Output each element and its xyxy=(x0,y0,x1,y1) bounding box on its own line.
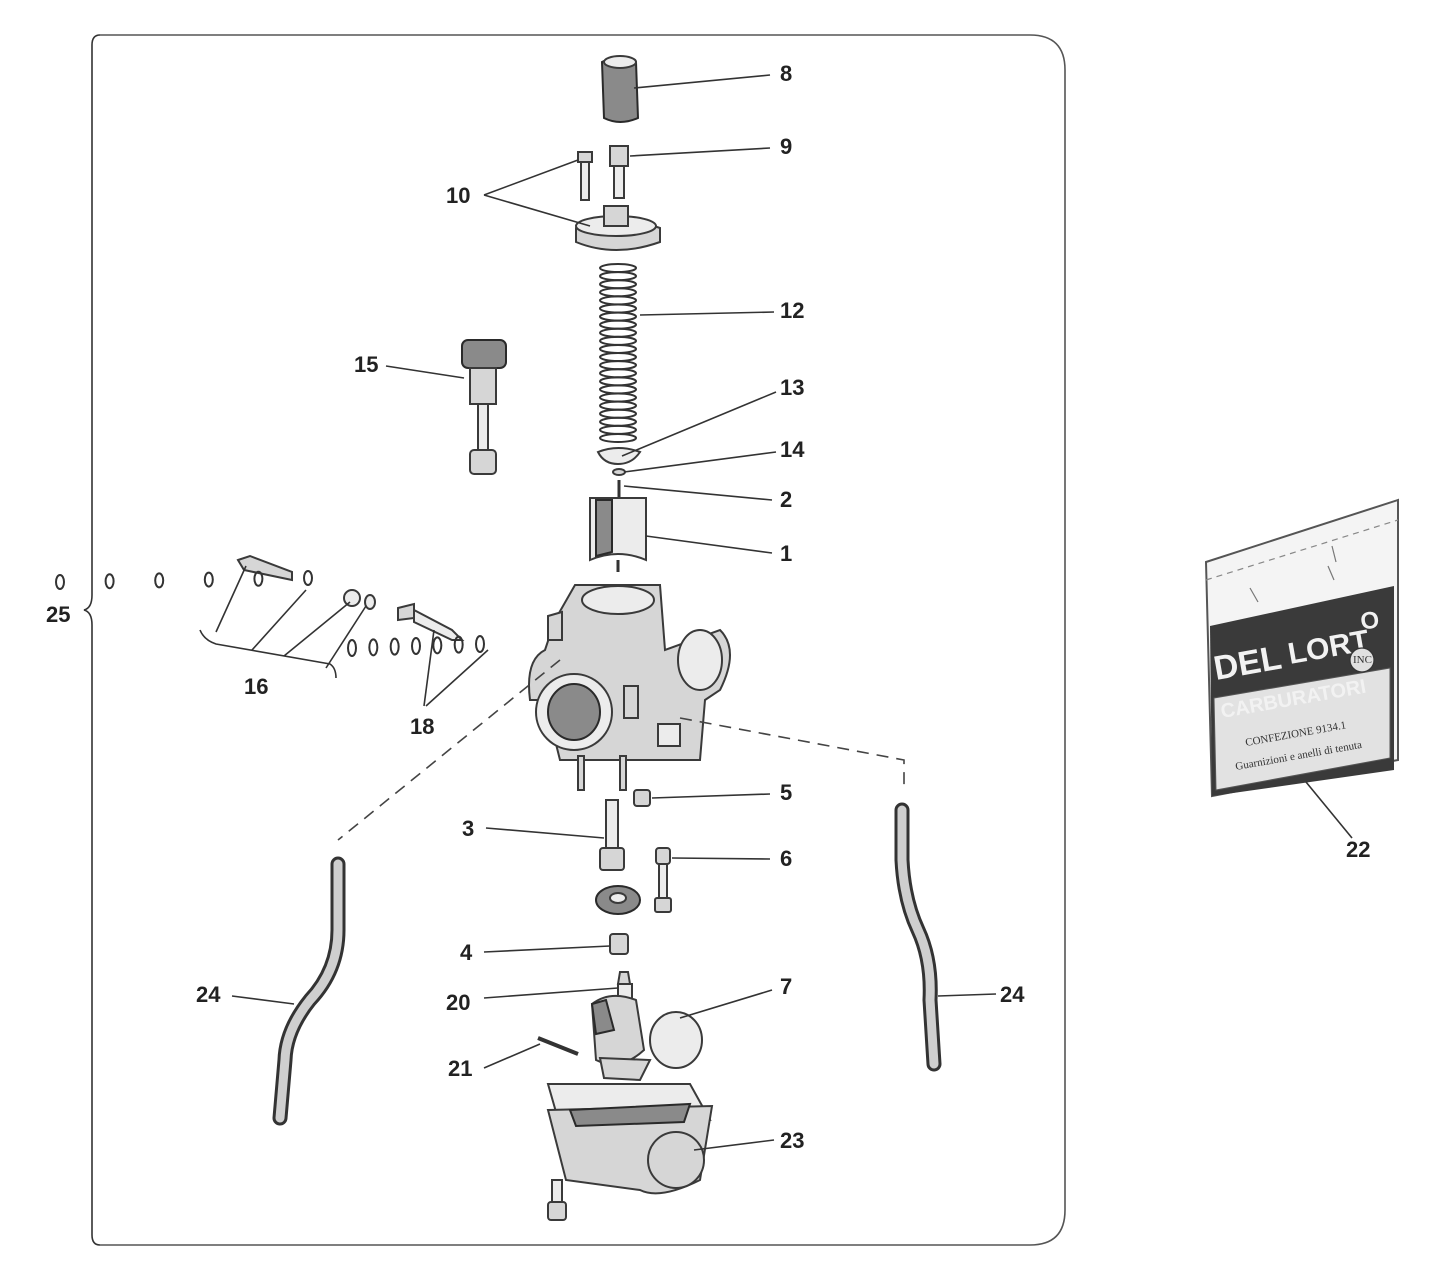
assembly-brace xyxy=(83,34,101,1246)
spring-coil xyxy=(599,392,637,403)
spring-coil xyxy=(599,433,637,443)
callout-1: 1 xyxy=(780,541,792,566)
part-14-clip xyxy=(612,468,626,476)
spring-coil xyxy=(599,376,637,387)
spring-coil xyxy=(599,335,637,346)
bag-brand-o: O xyxy=(1358,606,1381,636)
callout-numbers: 8 9 10 12 15 13 14 2 1 25 16 18 5 3 6 22… xyxy=(46,61,1370,1153)
spring-coil xyxy=(599,416,637,427)
spring-coil xyxy=(411,637,421,655)
assembly-frame xyxy=(100,34,1066,1246)
spring-coil xyxy=(599,295,637,306)
callout-24-left: 24 xyxy=(196,982,221,1007)
part-22-gasket-kit-bag: DEL LORT O INC CARBURATORI CONFEZIONE 91… xyxy=(1204,498,1399,798)
part-23-float-bowl xyxy=(546,1083,714,1195)
part-5-jet xyxy=(633,789,651,807)
spring-coil xyxy=(599,400,637,411)
callout-24-right: 24 xyxy=(1000,982,1025,1007)
spring-coil xyxy=(55,574,65,590)
callout-2: 2 xyxy=(780,487,792,512)
callout-20: 20 xyxy=(446,990,470,1015)
spring-coil xyxy=(599,360,637,371)
hose-routing-right xyxy=(679,717,905,790)
part-18-mixture-screw xyxy=(347,602,485,657)
washer xyxy=(595,885,641,915)
part-12-spring xyxy=(599,263,637,443)
spring-coil xyxy=(104,573,115,590)
callout-7: 7 xyxy=(780,974,792,999)
spring-coil xyxy=(599,271,637,282)
part-10-cover xyxy=(575,205,661,251)
bag-badge xyxy=(1349,647,1375,673)
part-6-idle-jet xyxy=(654,847,672,913)
part-7-floats xyxy=(590,994,703,1082)
leader-lines xyxy=(199,74,1353,1151)
callout-4: 4 xyxy=(460,940,473,965)
callout-8: 8 xyxy=(780,61,792,86)
callout-21: 21 xyxy=(448,1056,472,1081)
spring-coil xyxy=(599,263,637,273)
spring-coil xyxy=(599,311,637,322)
spring-coil xyxy=(389,637,400,656)
part-24-hose-left xyxy=(272,856,346,1126)
part-9-adjuster xyxy=(609,145,629,199)
callout-12: 12 xyxy=(780,298,804,323)
spring-coil xyxy=(303,570,313,586)
bowl-screw xyxy=(547,1179,567,1221)
part-10-screw xyxy=(577,151,593,201)
callout-22: 22 xyxy=(1346,837,1370,862)
spring-coil xyxy=(599,319,637,330)
part-4-main-jet xyxy=(609,933,629,955)
part-21-float-pin xyxy=(537,1036,579,1056)
spring-coil xyxy=(368,638,379,657)
carburetor-body xyxy=(528,584,731,791)
callout-13: 13 xyxy=(780,375,804,400)
spring-coil xyxy=(599,343,637,354)
callout-5: 5 xyxy=(780,780,792,805)
spring-coil xyxy=(599,424,637,435)
part-13-plate xyxy=(596,447,642,466)
hose-routing-left xyxy=(337,659,561,841)
part-8-cap xyxy=(600,55,640,123)
spring-coil xyxy=(475,635,485,653)
spring-coil xyxy=(599,408,637,419)
callout-9: 9 xyxy=(780,134,792,159)
spring-coil xyxy=(599,384,637,395)
spring-coil xyxy=(347,639,357,657)
spring-coil xyxy=(599,303,637,314)
bag-badge-text: INC xyxy=(1353,654,1372,666)
spring-coil xyxy=(599,352,637,363)
callout-14: 14 xyxy=(780,437,805,462)
spring-coil xyxy=(599,287,637,298)
spring-coil xyxy=(253,570,264,587)
part-1-slide xyxy=(589,497,647,572)
spring-coil xyxy=(453,635,464,654)
callout-10: 10 xyxy=(446,183,470,208)
callout-6: 6 xyxy=(780,846,792,871)
part-15-choke xyxy=(461,339,507,475)
callout-15: 15 xyxy=(354,352,378,377)
spring-coil xyxy=(432,636,443,655)
callout-16: 16 xyxy=(244,674,268,699)
callout-3: 3 xyxy=(462,816,474,841)
part-3-needle-jet xyxy=(599,799,625,871)
spring-coil xyxy=(599,368,637,379)
part-16-idle-screw-set xyxy=(55,554,376,610)
callout-25: 25 xyxy=(46,602,70,627)
spring-coil xyxy=(599,327,637,338)
spring-coil xyxy=(599,279,637,290)
callout-23: 23 xyxy=(780,1128,804,1153)
spring-coil xyxy=(154,572,165,589)
spring-coil xyxy=(203,571,214,588)
callout-18: 18 xyxy=(410,714,434,739)
